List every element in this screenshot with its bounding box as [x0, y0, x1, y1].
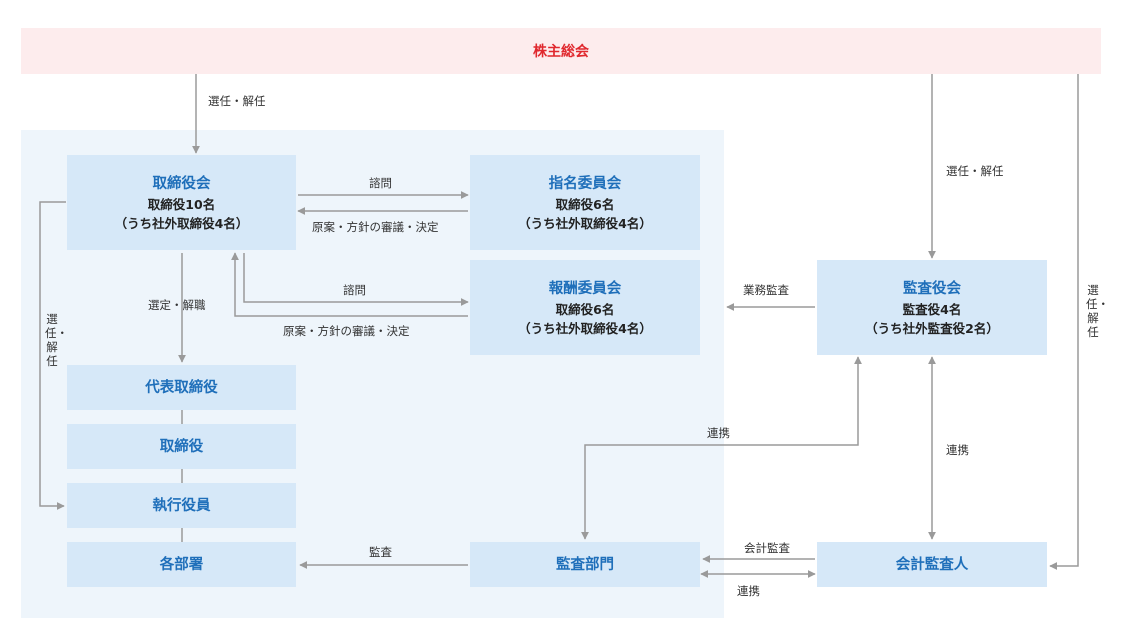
- arrow-compensation-to-board: [231, 252, 468, 317]
- nomination-committee-line2: （うち社外取締役4名）: [518, 215, 652, 231]
- label-elect-dismiss-board: 選任・解任: [208, 94, 266, 108]
- label-elect-dismiss-right: 選任・解任: [1086, 283, 1109, 339]
- label-cooperation-bottom: 連携: [737, 584, 760, 598]
- label-elect-dismiss-left: 選任・解任: [45, 312, 68, 368]
- label-elect-dismiss-audit-board: 選任・解任: [946, 164, 1004, 178]
- label-cooperation-auditor: 連携: [946, 443, 969, 457]
- directors-title: 取締役: [159, 438, 204, 455]
- internal-audit-box: 監査部門: [470, 542, 700, 587]
- compensation-committee-line2: （うち社外取締役4名）: [518, 320, 652, 336]
- audit-board-line1: 監査役4名: [902, 301, 962, 317]
- audit-board-line2: （うち社外監査役2名）: [865, 320, 999, 336]
- shareholders-meeting-band: 株主総会: [21, 28, 1101, 74]
- nomination-committee-title: 指名委員会: [548, 175, 622, 192]
- nomination-committee-line1: 取締役6名: [555, 196, 615, 212]
- label-consult-nomination: 諮問: [369, 176, 392, 190]
- label-cooperation-internal: 連携: [707, 426, 730, 440]
- directors-box: 取締役: [67, 424, 296, 469]
- label-proposal-nomination: 原案・方針の審議・決定: [312, 220, 439, 234]
- compensation-committee-box: 報酬委員会 取締役6名 （うち社外取締役4名）: [470, 260, 700, 355]
- arrow-internal-audit-audit-board: [581, 356, 862, 540]
- departments-title: 各部署: [159, 556, 204, 573]
- label-audit: 監査: [369, 545, 392, 559]
- label-consult-compensation: 諮問: [343, 283, 366, 297]
- compensation-committee-line1: 取締役6名: [555, 301, 615, 317]
- audit-board-title: 監査役会: [903, 280, 961, 297]
- label-proposal-compensation: 原案・方針の審議・決定: [283, 324, 410, 338]
- arrow-shareholders-to-accounting-auditor: [1049, 74, 1079, 570]
- representative-director-title: 代表取締役: [145, 379, 218, 396]
- label-accounting-audit: 会計監査: [744, 541, 790, 555]
- board-line1: 取締役10名: [147, 196, 216, 212]
- accounting-auditor-title: 会計監査人: [895, 556, 969, 573]
- compensation-committee-title: 報酬委員会: [548, 280, 622, 297]
- departments-box: 各部署: [67, 542, 296, 587]
- label-business-audit: 業務監査: [743, 283, 789, 297]
- executive-officers-box: 執行役員: [67, 483, 296, 528]
- audit-board-box: 監査役会 監査役4名 （うち社外監査役2名）: [817, 260, 1047, 355]
- arrow-board-to-executives: [39, 201, 66, 510]
- arrow-board-to-compensation: [243, 253, 469, 306]
- label-select-dismiss: 選定・解職: [148, 298, 206, 312]
- nomination-committee-box: 指名委員会 取締役6名 （うち社外取締役4名）: [470, 155, 700, 250]
- accounting-auditor-box: 会計監査人: [817, 542, 1047, 587]
- representative-director-box: 代表取締役: [67, 365, 296, 410]
- board-box: 取締役会 取締役10名 （うち社外取締役4名）: [67, 155, 296, 250]
- board-title: 取締役会: [152, 175, 211, 192]
- executive-officers-title: 執行役員: [152, 497, 211, 514]
- board-line2: （うち社外取締役4名）: [114, 215, 249, 231]
- internal-audit-title: 監査部門: [556, 556, 614, 573]
- shareholders-meeting-label: 株主総会: [533, 44, 589, 60]
